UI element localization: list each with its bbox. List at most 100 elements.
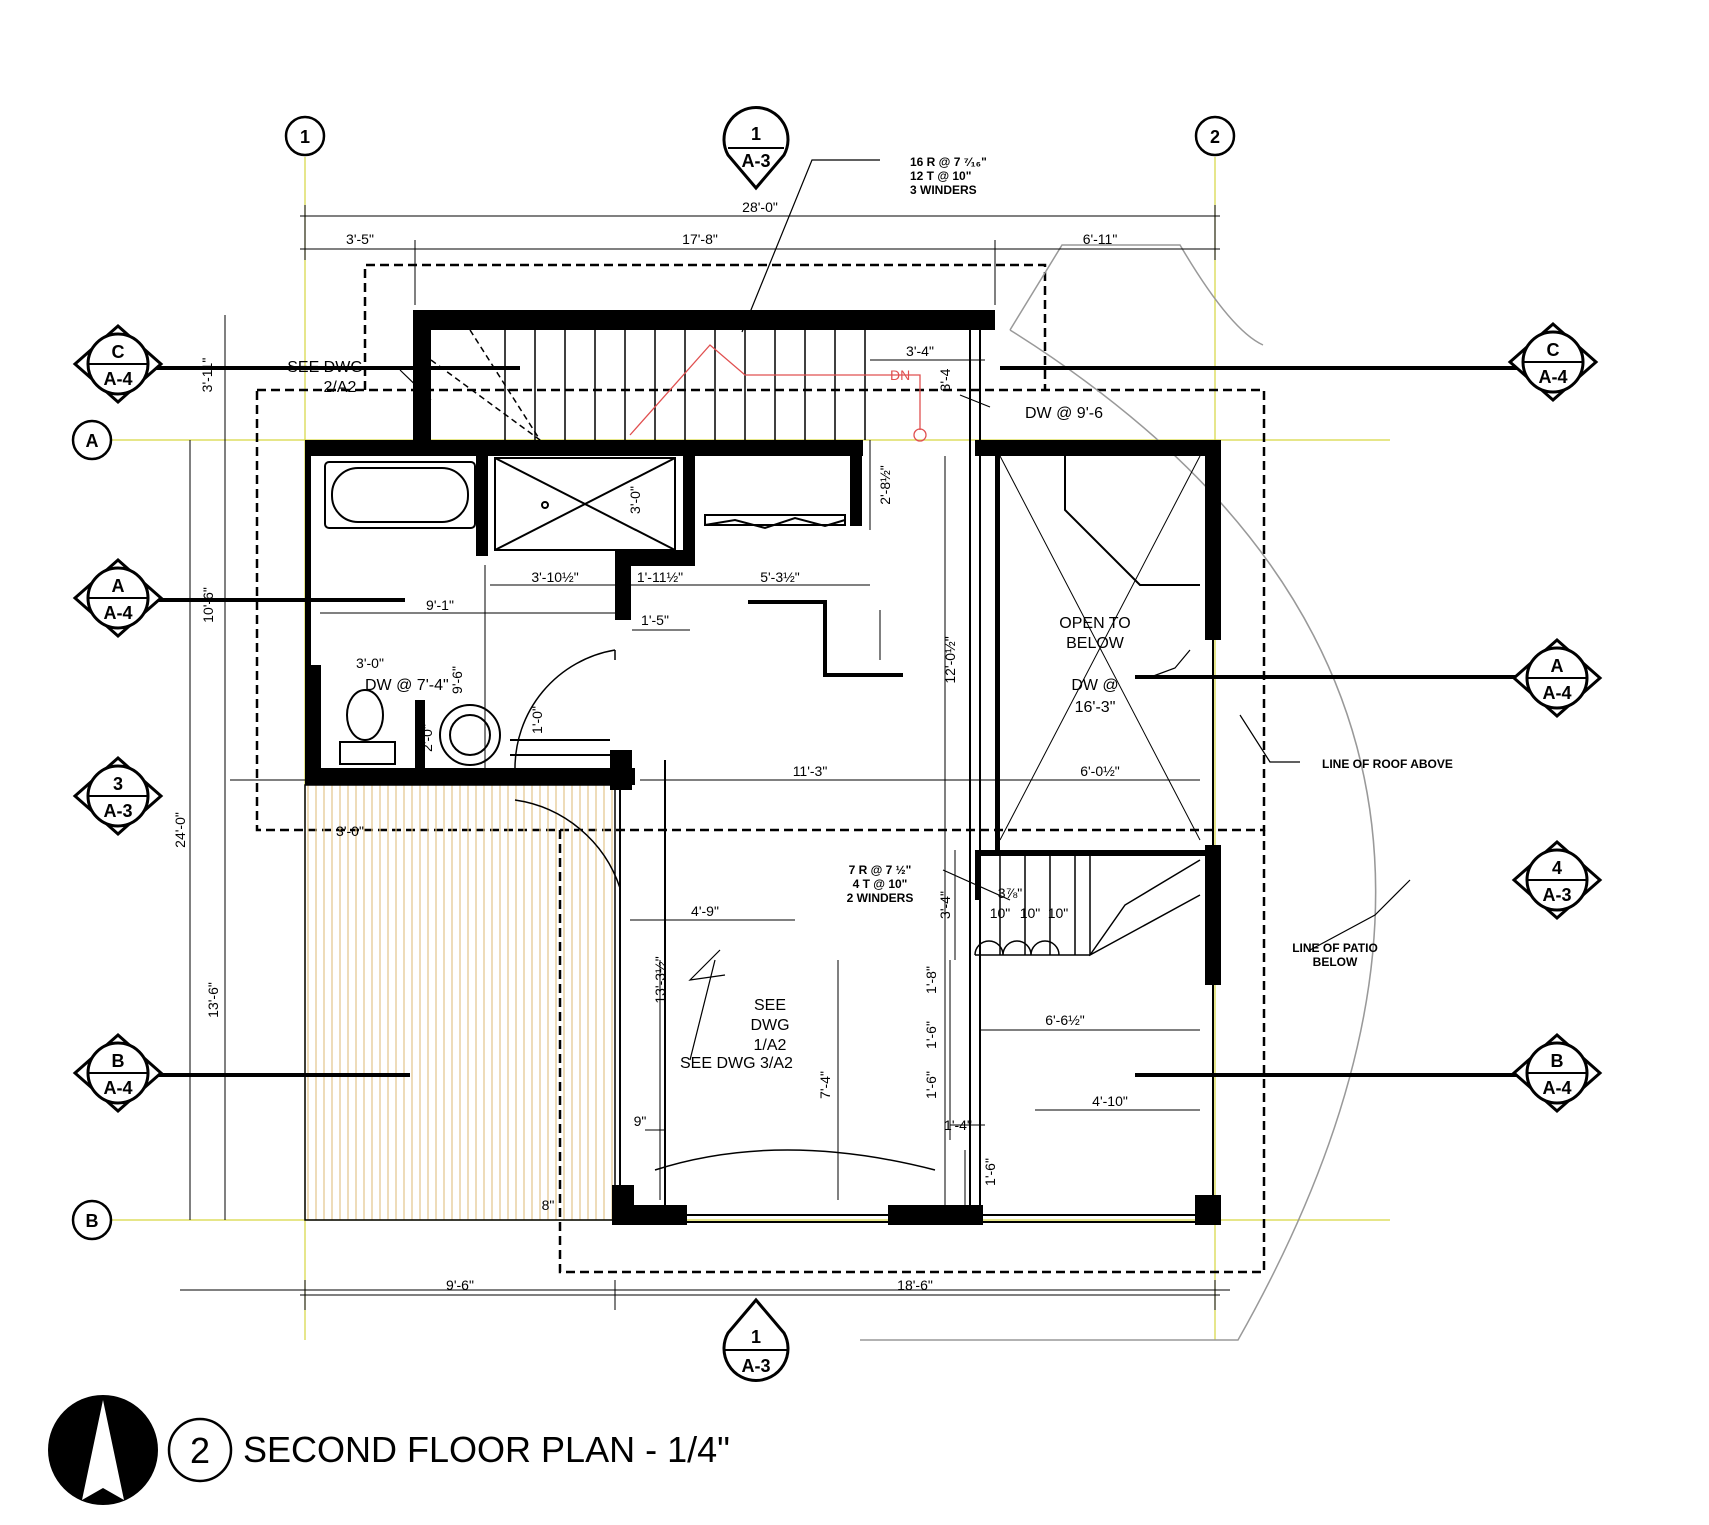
bath-fixtures bbox=[324, 457, 846, 766]
svg-text:A-3: A-3 bbox=[741, 151, 770, 171]
open-to-below-x bbox=[999, 455, 1201, 841]
svg-text:DWG: DWG bbox=[750, 1017, 789, 1034]
svg-text:A-3: A-3 bbox=[741, 1356, 770, 1376]
notes: 16 R @ 7 ⁷⁄₁₆" 12 T @ 10" 3 WINDERS 7 R … bbox=[287, 155, 1453, 1072]
svg-text:6'-6½": 6'-6½" bbox=[1045, 1012, 1085, 1028]
roof-line bbox=[255, 263, 1266, 1274]
svg-text:B: B bbox=[86, 1211, 99, 1231]
svg-text:1'-8": 1'-8" bbox=[923, 966, 939, 994]
svg-text:12 T @ 10": 12 T @ 10" bbox=[910, 169, 971, 183]
svg-text:9'-1": 9'-1" bbox=[426, 597, 454, 613]
svg-text:SEE DWG: SEE DWG bbox=[287, 359, 363, 376]
svg-text:7'-4": 7'-4" bbox=[817, 1071, 833, 1099]
svg-text:9": 9" bbox=[634, 1113, 647, 1129]
section-marker-c-right: C A-4 bbox=[1507, 321, 1599, 403]
patio-line-top bbox=[1009, 244, 1264, 346]
svg-text:BELOW: BELOW bbox=[1313, 955, 1358, 969]
svg-text:2: 2 bbox=[190, 1430, 210, 1471]
svg-text:3: 3 bbox=[113, 774, 123, 794]
svg-text:1/A2: 1/A2 bbox=[754, 1037, 787, 1054]
grid-bubble-1: 1 bbox=[284, 115, 326, 157]
svg-text:DW @: DW @ bbox=[1071, 677, 1118, 694]
section-marker-a-right: A A-4 bbox=[1511, 637, 1603, 719]
svg-text:17'-8": 17'-8" bbox=[682, 231, 718, 247]
svg-text:1: 1 bbox=[300, 127, 310, 147]
svg-text:1'-6": 1'-6" bbox=[923, 1071, 939, 1099]
section-marker-3-left: 3 A-3 bbox=[72, 755, 164, 837]
svg-text:7 R @ 7 ½": 7 R @ 7 ½" bbox=[849, 863, 912, 877]
svg-text:4 T @ 10": 4 T @ 10" bbox=[853, 877, 908, 891]
svg-text:4: 4 bbox=[1552, 858, 1562, 878]
svg-text:3'-4": 3'-4" bbox=[937, 891, 953, 919]
svg-text:10": 10" bbox=[1020, 905, 1041, 921]
section-marker-4-right: 4 A-3 bbox=[1511, 839, 1603, 921]
svg-text:2'-0": 2'-0" bbox=[419, 724, 435, 752]
svg-text:28'-0": 28'-0" bbox=[742, 199, 778, 215]
svg-text:3'-10½": 3'-10½" bbox=[531, 569, 578, 585]
stair-arrow bbox=[629, 344, 927, 442]
svg-text:2: 2 bbox=[1210, 127, 1220, 147]
svg-text:13'-3½": 13'-3½" bbox=[652, 956, 668, 1003]
svg-text:3'-0": 3'-0" bbox=[356, 655, 384, 671]
svg-text:4'-10": 4'-10" bbox=[1092, 1093, 1128, 1109]
svg-text:9'-6": 9'-6" bbox=[446, 1277, 474, 1293]
svg-text:A-4: A-4 bbox=[103, 369, 132, 389]
svg-text:3'-0": 3'-0" bbox=[627, 486, 643, 514]
svg-text:A-4: A-4 bbox=[1542, 1078, 1571, 1098]
section-marker-top: 1 A-3 bbox=[722, 106, 790, 191]
svg-text:2'-8½": 2'-8½" bbox=[877, 465, 893, 505]
svg-text:6'-11": 6'-11" bbox=[1083, 231, 1118, 247]
svg-text:A: A bbox=[1551, 656, 1564, 676]
svg-text:A: A bbox=[112, 576, 125, 596]
section-cut-lines bbox=[112, 366, 1520, 1077]
svg-text:1'-0": 1'-0" bbox=[529, 706, 545, 734]
svg-text:18'-6": 18'-6" bbox=[897, 1277, 933, 1293]
grid-bubble-a: A bbox=[71, 419, 113, 461]
svg-text:1'-5": 1'-5" bbox=[641, 612, 669, 628]
svg-text:A-4: A-4 bbox=[1538, 367, 1567, 387]
drawing-title: 2 SECOND FLOOR PLAN - 1/4" bbox=[167, 1417, 730, 1483]
svg-text:5'-3½": 5'-3½" bbox=[760, 569, 800, 585]
svg-text:11'-3": 11'-3" bbox=[793, 763, 828, 779]
svg-text:1'-6": 1'-6" bbox=[923, 1021, 939, 1049]
deck-area bbox=[304, 784, 616, 1221]
svg-text:2 WINDERS: 2 WINDERS bbox=[847, 891, 914, 905]
svg-text:16'-3": 16'-3" bbox=[1075, 699, 1116, 716]
svg-text:3'-4: 3'-4 bbox=[937, 368, 953, 391]
grid-bubble-b: B bbox=[71, 1199, 113, 1241]
grid-lines bbox=[112, 157, 1390, 1340]
svg-text:2/A2: 2/A2 bbox=[324, 379, 357, 396]
svg-text:8": 8" bbox=[542, 1197, 555, 1213]
svg-text:3'-5": 3'-5" bbox=[346, 231, 374, 247]
svg-text:SECOND FLOOR PLAN - 1/4": SECOND FLOOR PLAN - 1/4" bbox=[243, 1429, 730, 1470]
svg-text:12'-0½": 12'-0½" bbox=[942, 636, 958, 683]
svg-text:C: C bbox=[112, 342, 125, 362]
svg-text:A-4: A-4 bbox=[1542, 683, 1571, 703]
svg-text:1: 1 bbox=[751, 1327, 761, 1347]
svg-text:BELOW: BELOW bbox=[1066, 635, 1125, 652]
svg-text:3'-11": 3'-11" bbox=[199, 358, 215, 393]
svg-text:4'-9": 4'-9" bbox=[691, 903, 719, 919]
svg-text:1: 1 bbox=[751, 124, 761, 144]
section-marker-a-left: A A-4 bbox=[72, 557, 164, 639]
svg-text:A-3: A-3 bbox=[1542, 885, 1571, 905]
leader-lines bbox=[399, 159, 1411, 1061]
svg-text:3 WINDERS: 3 WINDERS bbox=[910, 183, 977, 197]
svg-text:B: B bbox=[112, 1051, 125, 1071]
svg-text:3⅞": 3⅞" bbox=[998, 885, 1022, 901]
section-marker-b-left: B A-4 bbox=[72, 1032, 164, 1114]
svg-text:1'-4": 1'-4" bbox=[944, 1117, 972, 1133]
svg-text:10'-6": 10'-6" bbox=[200, 587, 216, 623]
svg-text:9'-6": 9'-6" bbox=[449, 666, 465, 694]
svg-text:DW @ 9'-6: DW @ 9'-6 bbox=[1025, 405, 1103, 422]
section-marker-c-left: C A-4 bbox=[72, 323, 164, 405]
svg-text:A: A bbox=[86, 431, 99, 451]
door-swings bbox=[514, 440, 936, 1171]
svg-text:3'-0": 3'-0" bbox=[336, 823, 364, 839]
svg-text:SEE DWG 3/A2: SEE DWG 3/A2 bbox=[680, 1055, 793, 1072]
patio-line bbox=[860, 329, 1377, 1341]
svg-text:16 R @ 7 ⁷⁄₁₆": 16 R @ 7 ⁷⁄₁₆" bbox=[910, 155, 987, 169]
svg-text:3'-4": 3'-4" bbox=[906, 343, 934, 359]
section-marker-b-right: B A-4 bbox=[1511, 1032, 1603, 1114]
